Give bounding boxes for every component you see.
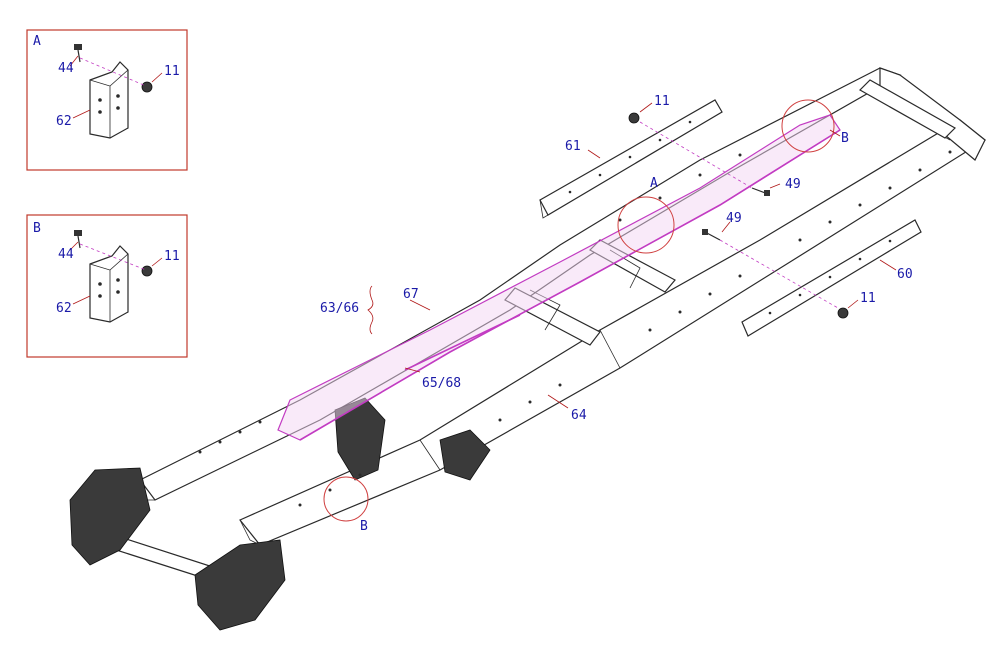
detail-circle-a <box>617 196 675 254</box>
callout-11-top: 11 <box>654 94 670 109</box>
bolt-icon <box>751 187 770 196</box>
label-11: 11 <box>164 64 180 79</box>
nut-icon <box>628 112 640 124</box>
bolt-icon <box>74 230 82 249</box>
callout-b-top: B <box>841 131 849 146</box>
nut-icon <box>141 81 153 93</box>
callout-60: 60 <box>897 267 913 282</box>
rail-strip-61 <box>539 99 723 219</box>
bolt-icon <box>702 229 721 241</box>
chassis-frame <box>69 67 987 631</box>
callout-a: A <box>650 176 658 191</box>
detail-a-panel: A 44 11 62 <box>26 29 188 171</box>
label-62: 62 <box>56 301 72 316</box>
callout-49-upper: 49 <box>785 177 801 192</box>
detail-b-title: B <box>33 221 41 236</box>
rail-strip-60 <box>741 219 922 337</box>
detail-circle-b-bottom <box>323 476 369 522</box>
label-11: 11 <box>164 249 180 264</box>
callout-61: 61 <box>565 139 581 154</box>
callout-67: 67 <box>403 287 419 302</box>
label-44: 44 <box>58 247 74 262</box>
detail-circle-b-top <box>781 99 835 153</box>
callout-64: 64 <box>571 408 587 423</box>
detail-a-title: A <box>33 34 41 49</box>
bracket-icon <box>89 61 129 139</box>
callout-65-68: 65/68 <box>422 376 461 391</box>
nut-icon <box>837 307 849 319</box>
callout-11-right: 11 <box>860 291 876 306</box>
bolt-icon <box>74 44 82 63</box>
callout-63-66: 63/66 <box>320 301 359 316</box>
label-62: 62 <box>56 114 72 129</box>
callout-b-bottom: B <box>360 519 368 534</box>
rail-holes <box>198 150 952 507</box>
label-44: 44 <box>58 61 74 76</box>
detail-b-panel: B 44 11 62 <box>26 214 188 358</box>
bracket-icon <box>89 245 129 323</box>
callout-49-lower: 49 <box>726 211 742 226</box>
nut-icon <box>141 265 153 277</box>
